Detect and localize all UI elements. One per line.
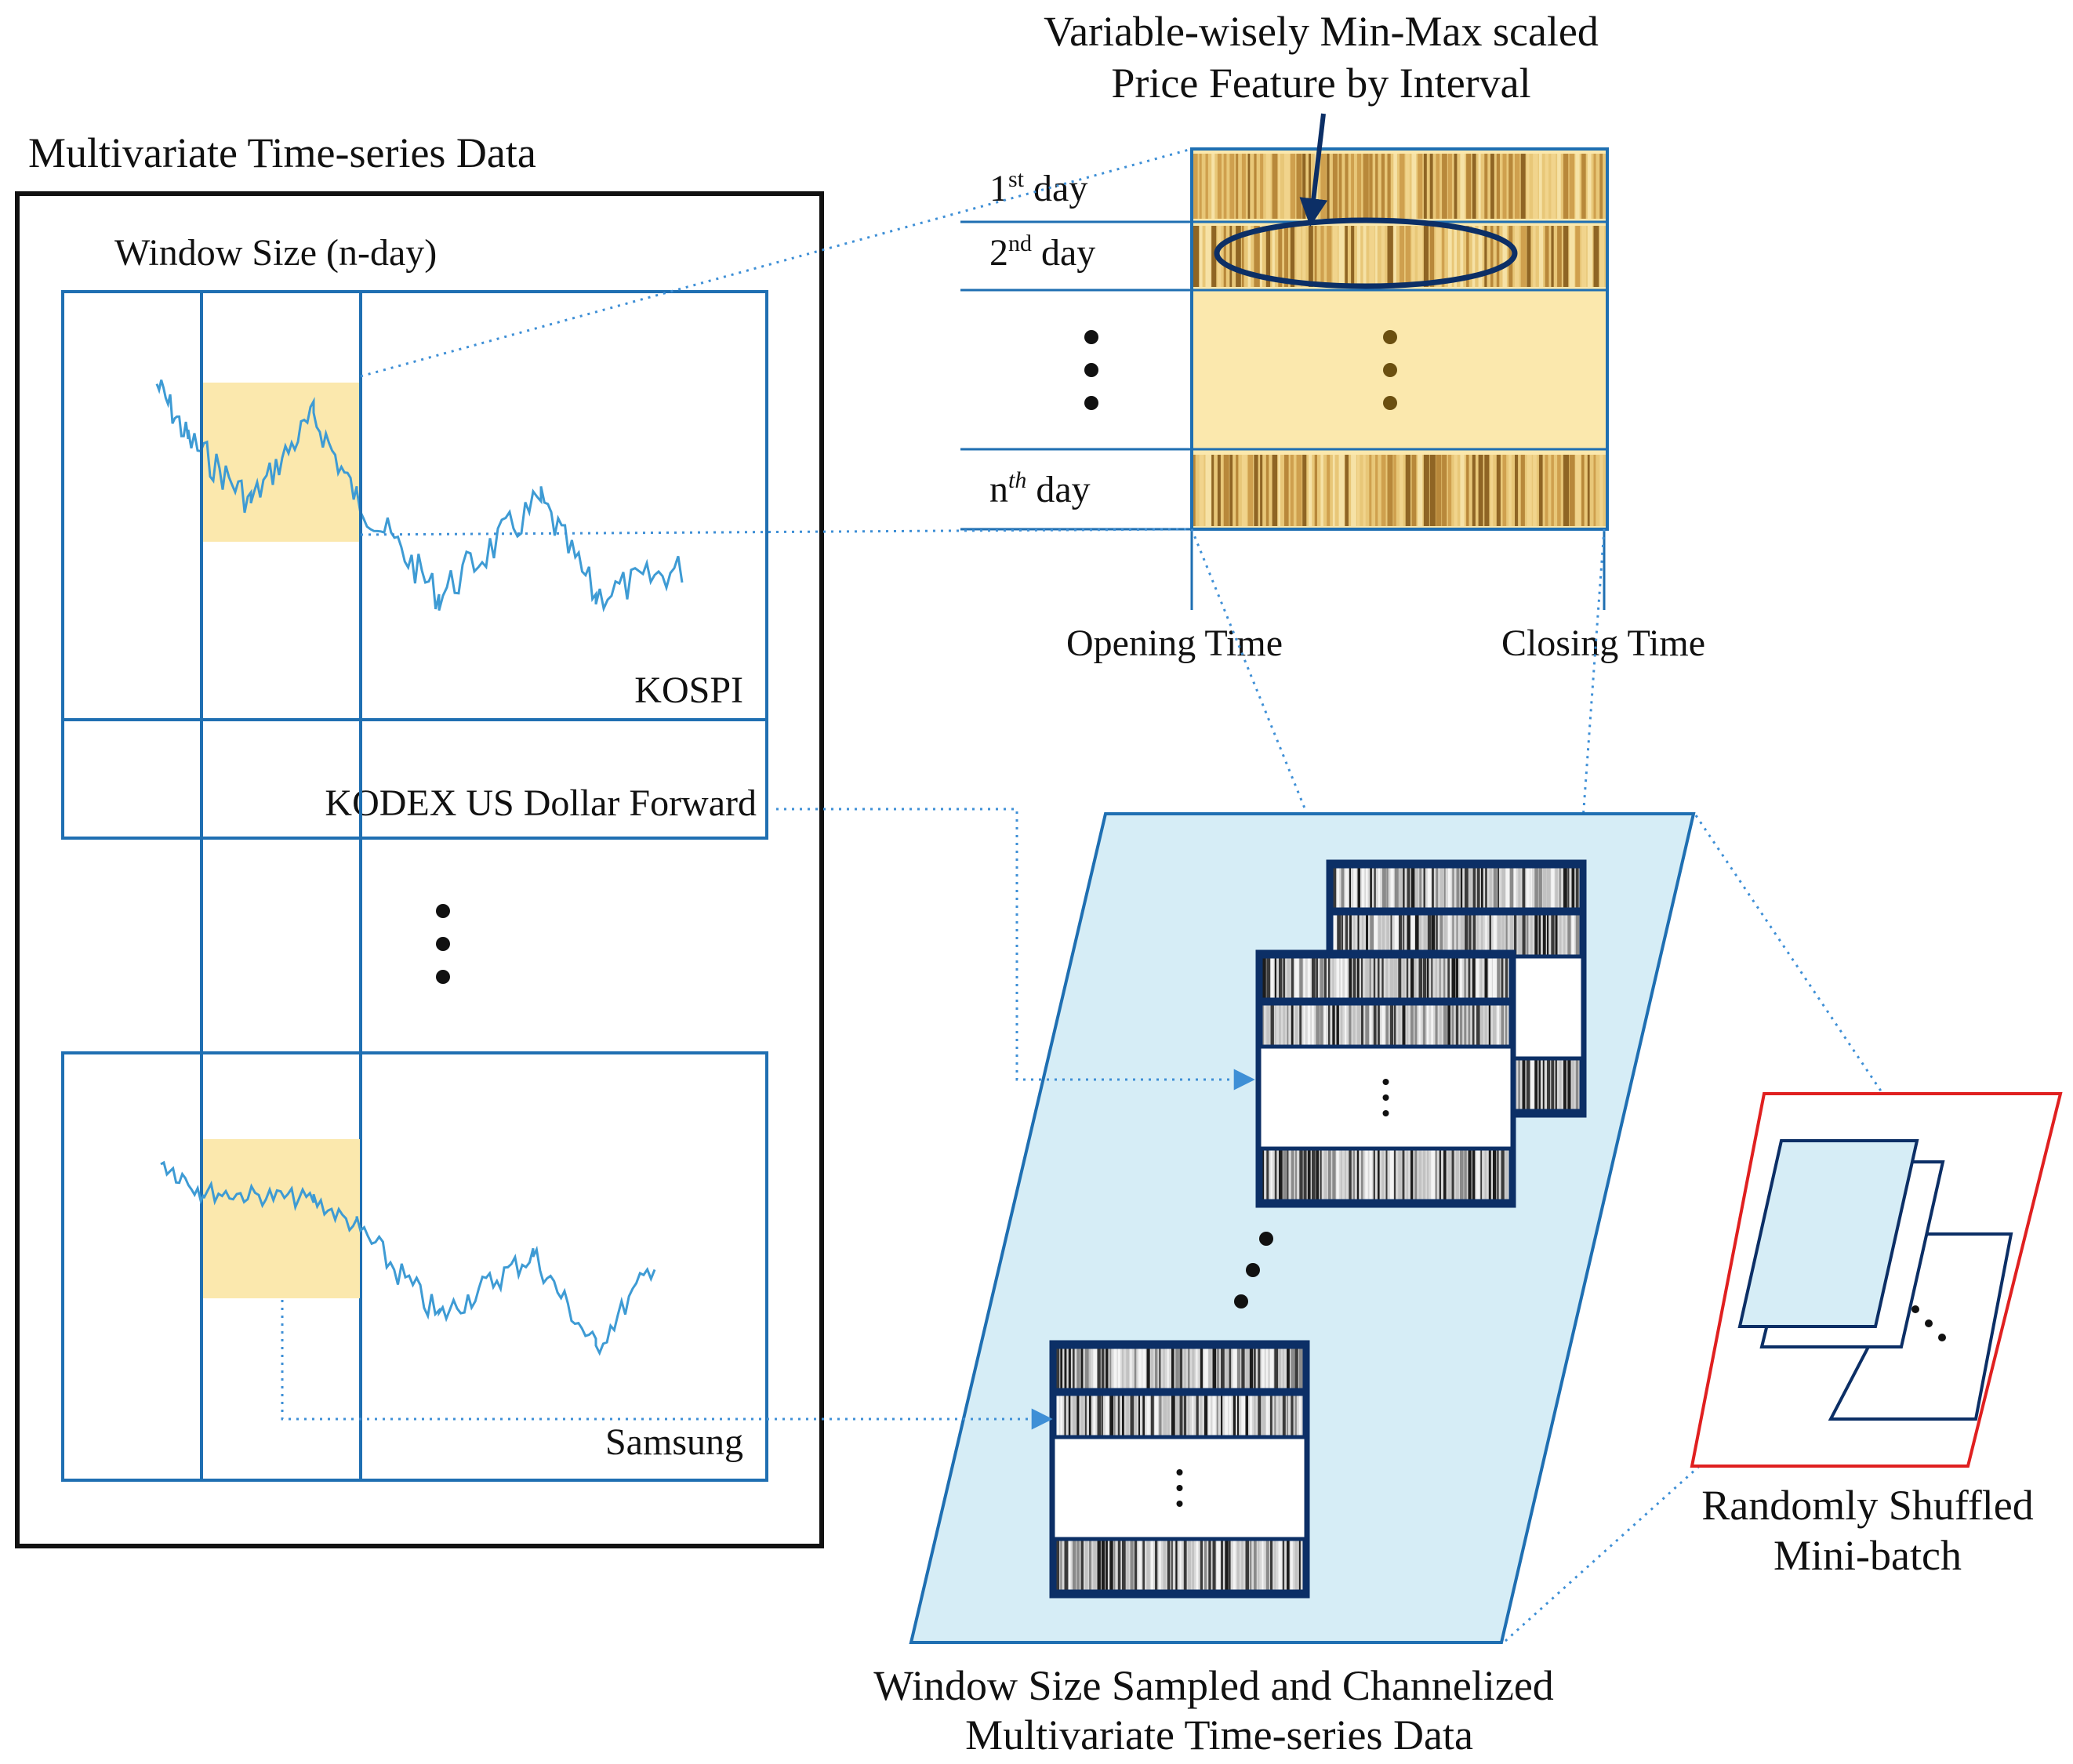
minibatch-sheet-3 — [1828, 1232, 2013, 1421]
time-axis-ticks — [1190, 529, 1606, 610]
day2-price-strip — [1193, 226, 1606, 287]
series-ellipsis — [436, 904, 450, 984]
kodex-to-tile-arrow — [776, 808, 1255, 1091]
zoom-connectors — [360, 147, 1606, 863]
minibatch-caption-line1: Randomly Shuffled — [1701, 1482, 2033, 1529]
window-size-label: Window Size (n-day) — [114, 232, 437, 274]
channel-tile-front — [1255, 949, 1516, 1208]
kospi-plot-frame — [61, 290, 768, 840]
minibatch-sheet-1 — [1737, 1139, 1919, 1328]
samsung-label: Samsung — [605, 1421, 743, 1463]
opening-time-label: Opening Time — [1066, 622, 1283, 664]
samsung-series-line — [160, 1160, 656, 1356]
feature-arrow — [1299, 113, 1328, 227]
day2-label: 2nd day — [989, 230, 1095, 274]
left-panel-title: Multivariate Time-series Data — [28, 129, 536, 176]
day1-price-strip — [1193, 154, 1606, 219]
dayn-label: nth day — [989, 467, 1091, 510]
channel-caption-line1: Window Size Sampled and Channelized — [873, 1662, 1554, 1709]
matrix-ellipsis — [1383, 330, 1397, 410]
closing-time-label: Closing Time — [1501, 622, 1705, 664]
channel-ellipsis — [1234, 1232, 1273, 1308]
samsung-plot-frame — [61, 1051, 768, 1482]
channel-caption-line2: Multivariate Time-series Data — [965, 1711, 1473, 1759]
minibatch-caption-line2: Mini-batch — [1773, 1532, 1962, 1579]
kospi-label: KOSPI — [634, 670, 743, 711]
day-row-ellipsis — [1084, 330, 1098, 410]
price-feature-ellipse — [1214, 217, 1518, 289]
kodex-label: KODEX US Dollar Forward — [325, 782, 757, 824]
samsung-to-tile-arrow — [281, 1300, 1053, 1430]
minibatch-ellipsis — [1911, 1305, 1946, 1341]
left-panel-frame — [15, 191, 824, 1548]
feature-title-line2: Price Feature by Interval — [1111, 60, 1530, 107]
feature-title-line1: Variable-wisely Min-Max scaled — [1044, 8, 1599, 55]
kospi-series-line — [155, 379, 684, 613]
channel-tile-bottom — [1049, 1340, 1310, 1599]
day1-label: 1st day — [989, 166, 1087, 209]
dayn-price-strip — [1193, 455, 1606, 526]
